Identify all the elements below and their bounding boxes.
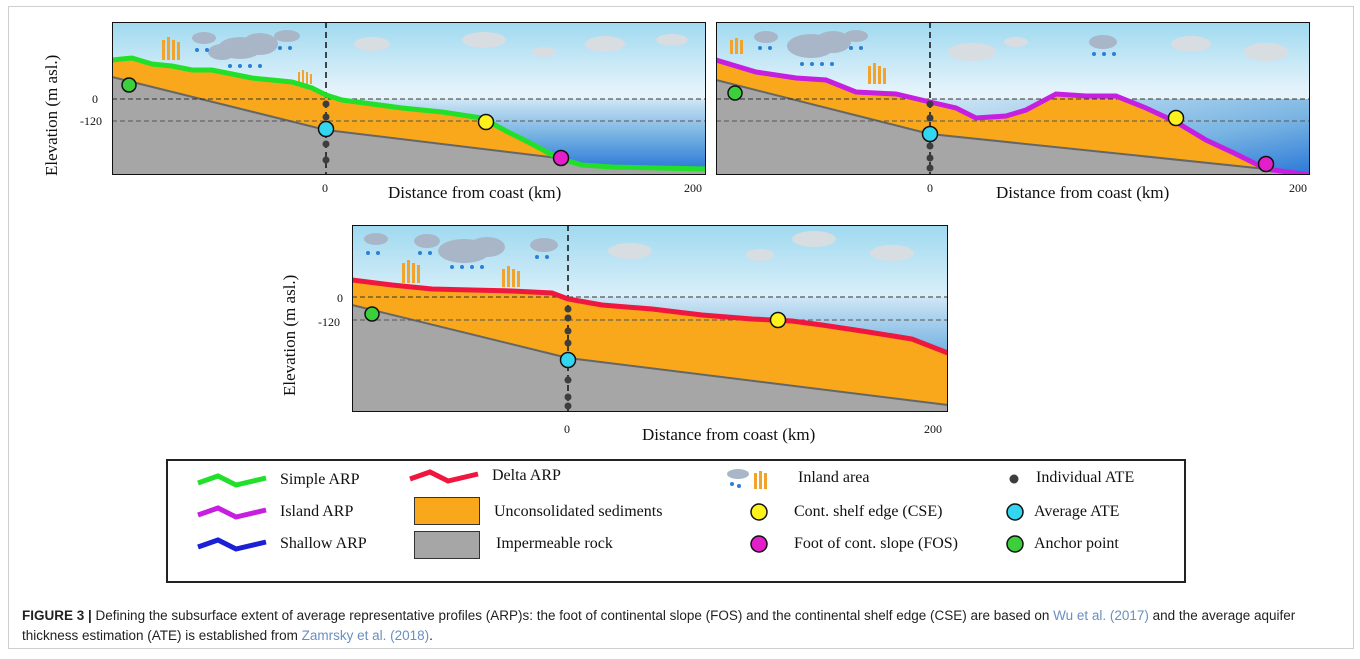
fos-point <box>552 149 570 167</box>
legend-impermeable: Impermeable rock <box>496 535 613 552</box>
legend-average-ate: Average ATE <box>1034 503 1120 520</box>
clouds <box>754 30 1288 61</box>
panel1-tick-zero: 0 <box>92 92 98 106</box>
wheat-icons <box>162 37 312 84</box>
caption-text-c: . <box>429 628 433 643</box>
panel3-tick-zero: 0 <box>337 291 343 305</box>
legend-delta-arp: Delta ARP <box>492 467 561 484</box>
panel3-x-zero: 0 <box>564 422 570 436</box>
panel1-xlabel: Distance from coast (km) <box>388 183 562 202</box>
clouds <box>192 30 688 60</box>
raindrops <box>758 46 1116 66</box>
average-ate-point <box>317 120 335 138</box>
shallow-arp-swatch <box>197 537 267 552</box>
panel1-tick-neg: -120 <box>80 114 102 128</box>
wheat-icons <box>402 260 520 287</box>
panel2-xlabel: Distance from coast (km) <box>996 183 1170 202</box>
average-ate-swatch <box>1006 503 1024 521</box>
legend-fos: Foot of cont. slope (FOS) <box>794 535 958 552</box>
panel1-x-max: 200 <box>684 181 702 195</box>
panel-island-arp <box>716 22 1310 175</box>
panel3-x-max: 200 <box>924 422 942 436</box>
individual-ate-dots <box>926 100 934 172</box>
anchor-point <box>364 306 380 322</box>
panel3-ylabel: Elevation (m asl.) <box>280 274 299 396</box>
cse-point <box>769 311 787 329</box>
legend-island-arp: Island ARP <box>280 503 354 520</box>
delta-arp-swatch <box>409 469 479 484</box>
panel1-ylabel: Elevation (m asl.) <box>42 54 61 176</box>
figure-frame <box>8 6 1354 649</box>
legend-cse: Cont. shelf edge (CSE) <box>794 503 943 520</box>
legend-anchor: Anchor point <box>1034 535 1119 552</box>
anchor-point <box>727 85 743 101</box>
panel2-x-max: 200 <box>1289 181 1307 195</box>
individual-ate-dots <box>322 100 330 164</box>
legend-box: Simple ARP Island ARP Shallow ARP Delta … <box>166 459 1186 583</box>
rock-fill <box>112 77 706 175</box>
legend-inland: Inland area <box>798 469 870 486</box>
caption-text-a: Defining the subsurface extent of averag… <box>91 608 1054 623</box>
panel1-x-zero: 0 <box>322 181 328 195</box>
caption-text-b: and the average aquifer thickness estima… <box>22 608 1296 643</box>
legend-simple-arp: Simple ARP <box>280 471 360 488</box>
citation-zamrsky-link[interactable]: Zamrsky et al. (2018) <box>301 628 430 643</box>
simple-arp-line <box>112 55 706 172</box>
citation-wu-link[interactable]: Wu et al. (2017) <box>1053 608 1149 623</box>
inland-icon <box>727 469 767 489</box>
panel-simple-arp <box>112 22 706 175</box>
caption-label: FIGURE 3 | <box>22 608 92 623</box>
legend-shallow-arp: Shallow ARP <box>280 535 367 552</box>
island-arp-line <box>716 57 1310 175</box>
simple-arp-swatch <box>197 473 267 488</box>
raindrops <box>195 46 292 68</box>
sediment-swatch <box>414 497 480 525</box>
wheat-icons <box>730 38 886 84</box>
cse-point <box>1167 109 1185 127</box>
panel2-x-zero: 0 <box>927 181 933 195</box>
panel3-xlabel: Distance from coast (km) <box>642 425 816 444</box>
legend-individual-ate: Individual ATE <box>1036 469 1135 486</box>
individual-ate-swatch <box>1009 474 1019 484</box>
rock-fill <box>716 80 1310 175</box>
delta-arp-line <box>352 277 948 356</box>
panel3-tick-neg: -120 <box>318 315 340 329</box>
panel-delta-arp <box>352 225 948 412</box>
rock-swatch <box>414 531 480 559</box>
raindrops <box>366 251 549 269</box>
individual-ate-dots <box>564 305 572 410</box>
cse-swatch <box>750 503 768 521</box>
anchor-swatch <box>1006 535 1024 553</box>
clouds <box>364 231 914 263</box>
average-ate-point <box>921 125 939 143</box>
cse-point <box>477 113 495 131</box>
fos-point <box>1257 155 1275 173</box>
island-arp-swatch <box>197 505 267 520</box>
legend-unconsolidated: Unconsolidated sediments <box>494 503 663 520</box>
figure-caption: FIGURE 3 | Defining the subsurface exten… <box>22 606 1342 646</box>
rock-fill <box>352 305 948 412</box>
anchor-point <box>121 77 137 93</box>
average-ate-point <box>559 351 577 369</box>
fos-swatch <box>750 535 768 553</box>
